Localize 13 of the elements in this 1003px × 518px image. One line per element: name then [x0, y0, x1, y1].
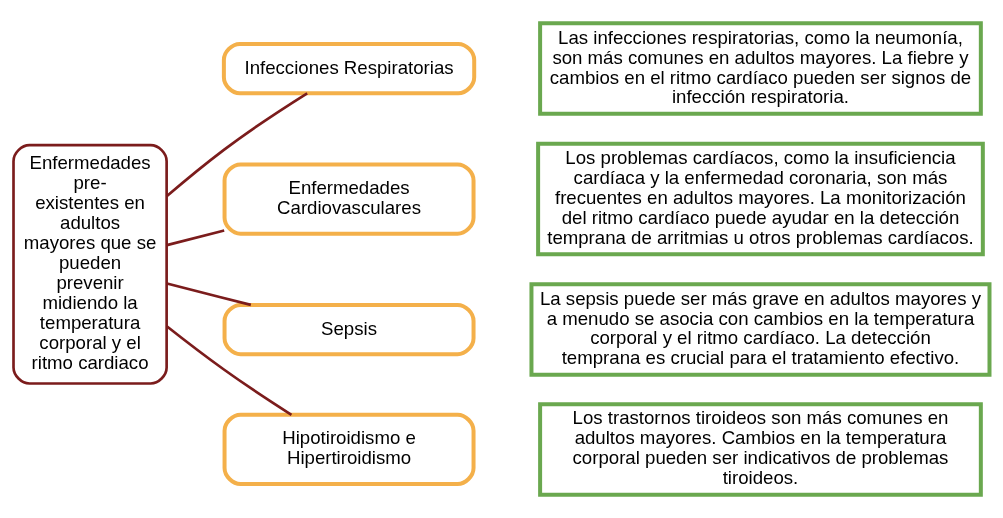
node-box: Enfermedades Cardiovasculares	[222, 162, 476, 236]
connector	[166, 229, 225, 247]
node-box: La sepsis puede ser más grave en adultos mayores y a menudo se asocia con cambios en la temperatura corporal y el ritmo cardíaco. La detección temprana es crucial para el tratamiento efectivo.	[529, 282, 992, 377]
node-box: Hipotiroidismo e Hipertiroidismo	[222, 412, 476, 486]
node-box: Infecciones Respiratorias	[221, 41, 477, 96]
connector	[165, 92, 308, 198]
node-box: Las infecciones respiratorias, como la neumonía, son más comunes en adultos mayores. La fiebre y cambios en el ritmo cardíaco pueden ser signos de infección respiratoria.	[538, 21, 983, 116]
node-box: Enfermedades pre- existentes en adultos mayores que se pueden prevenir midiendo la temperatura corporal y el ritmo cardiaco	[12, 143, 168, 385]
node-box: Sepsis	[222, 302, 476, 357]
connector	[166, 282, 252, 307]
node-box: Los problemas cardíacos, como la insuficiencia cardíaca y la enfermedad coronaria, son más frecuentes en adultos mayores. La monitorización del ritmo cardíaco puede ayudar en la detección temprana de arritmias u otros problemas cardíacos.	[536, 141, 985, 257]
node-box: Los trastornos tiroideos son más comunes en adultos mayores. Cambios en la temperatura corporal pueden ser indicativos de problemas tiroideos.	[538, 402, 983, 497]
connector	[165, 325, 293, 416]
